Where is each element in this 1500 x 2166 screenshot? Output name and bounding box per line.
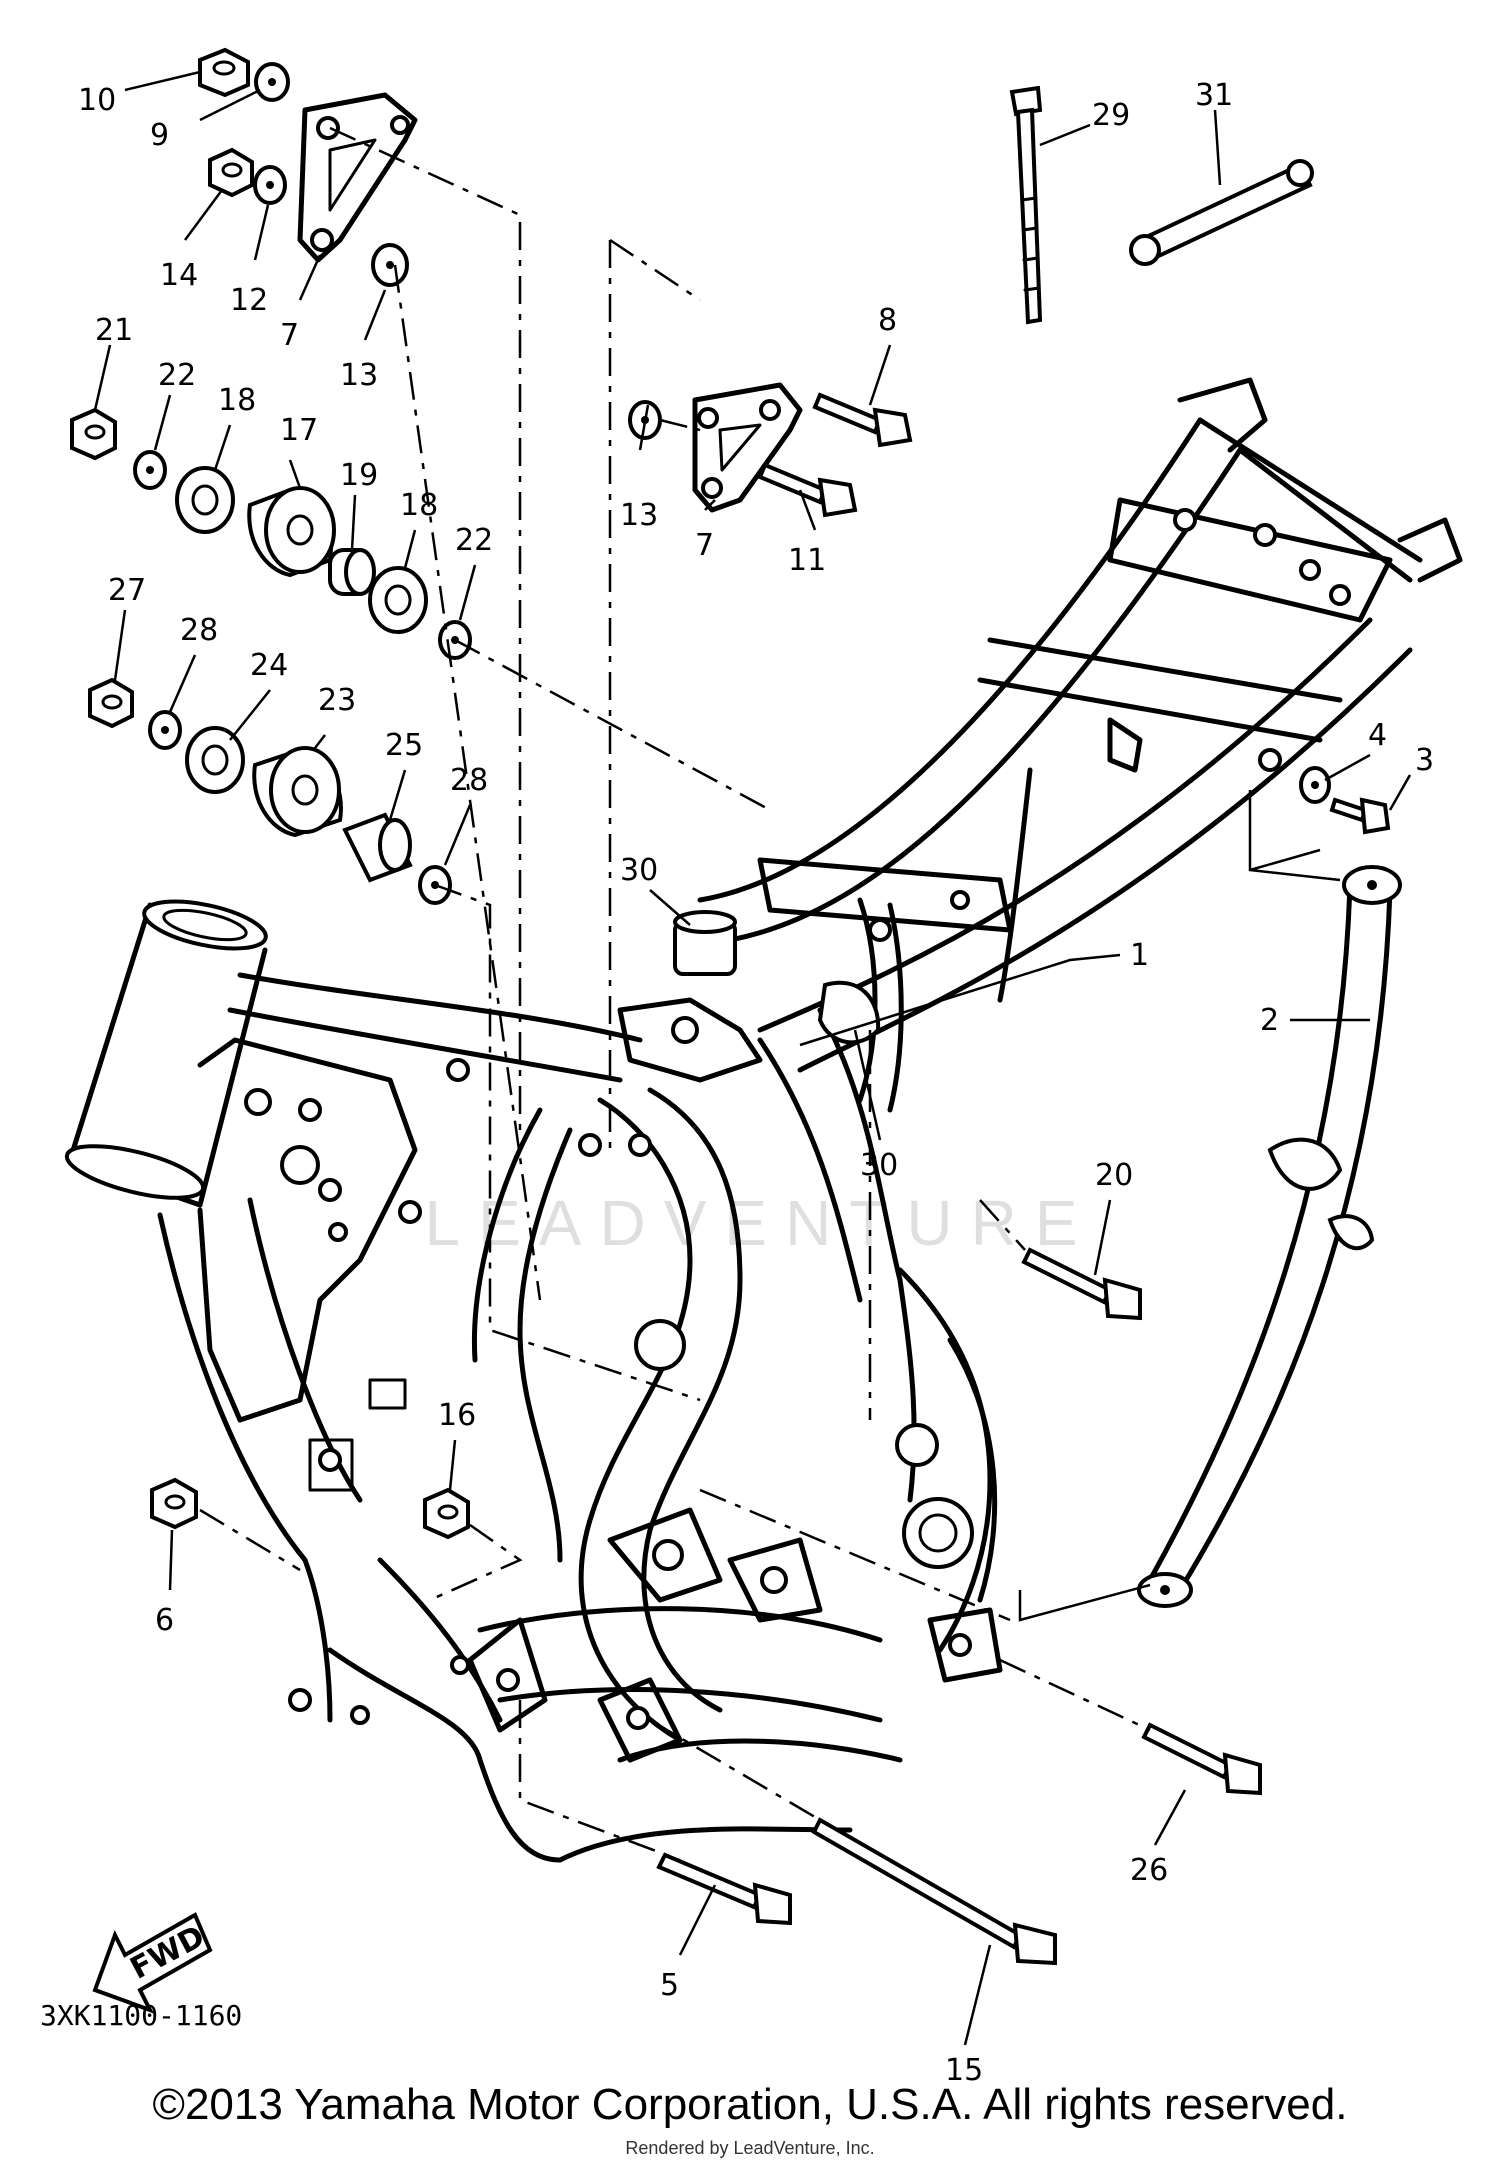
callout-7-upper: 7: [280, 318, 299, 353]
part-7-engine-bracket-upper: [297, 92, 418, 263]
callout-7-lower: 7: [695, 528, 714, 563]
part-23-bushing: [252, 746, 343, 838]
callout-16: 16: [438, 1398, 476, 1433]
callout-13-lower: 13: [620, 498, 658, 533]
callout-28-left: 28: [180, 613, 218, 648]
callout-18-left: 18: [218, 383, 256, 418]
part-21-nut: [70, 407, 117, 461]
part-19-collar: [328, 548, 376, 596]
callout-8: 8: [878, 303, 897, 338]
part-27-nut: [88, 677, 134, 729]
rendered-by-notice: Rendered by LeadVenture, Inc.: [625, 2138, 875, 2158]
callout-12: 12: [230, 283, 268, 318]
callout-13-upper: 13: [340, 358, 378, 393]
part-4-washer: [1299, 766, 1331, 804]
callout-10: 10: [78, 83, 116, 118]
leader-lines: [93, 70, 1412, 2046]
callout-14: 14: [160, 258, 198, 293]
part-18-bearing-left: [175, 466, 235, 534]
callout-4: 4: [1368, 718, 1387, 753]
callout-3: 3: [1415, 743, 1434, 778]
part-25-collar: [342, 812, 413, 883]
callout-29: 29: [1092, 98, 1130, 133]
part-30-cushion-upper: [673, 910, 737, 976]
part-3-bolt: [1329, 797, 1391, 835]
callout-27: 27: [108, 573, 146, 608]
part-13-collar-upper: [371, 243, 409, 287]
part-9-washer: [254, 62, 290, 102]
part-11-bolt: [757, 462, 858, 518]
callout-21: 21: [95, 313, 133, 348]
callout-5: 5: [660, 1968, 679, 2003]
callout-20: 20: [1095, 1158, 1133, 1193]
callout-22-left: 22: [158, 358, 196, 393]
callout-28-right: 28: [450, 763, 488, 798]
part-14-nut: [208, 147, 254, 198]
main-frame: [64, 899, 1003, 1863]
callout-19: 19: [340, 458, 378, 493]
part-6-nut: [150, 1477, 198, 1530]
part-29-cable-tie: [1009, 85, 1043, 325]
callout-30-lower: 30: [860, 1148, 898, 1183]
part-16-nut: [423, 1487, 470, 1540]
part-2-rear-stay: [1137, 865, 1402, 1608]
fwd-arrow: FWD: [92, 1912, 213, 2014]
part-8-bolt: [812, 392, 913, 448]
part-7-engine-bracket-lower: [692, 382, 803, 513]
part-22-washer-left: [133, 450, 167, 490]
callout-30-upper: 30: [620, 853, 658, 888]
diagram-code: 3XK1100-1160: [40, 1999, 242, 2032]
callout-26: 26: [1130, 1853, 1168, 1888]
part-10-nut: [198, 47, 250, 98]
part-30-cushion-lower: [817, 980, 881, 1045]
callout-22-right: 22: [455, 523, 493, 558]
callout-23: 23: [318, 683, 356, 718]
callout-9: 9: [150, 118, 169, 153]
part-26-bolt: [1141, 1722, 1262, 1796]
callout-11: 11: [788, 543, 826, 578]
part-24-bearing: [185, 726, 245, 794]
callout-17: 17: [280, 413, 318, 448]
part-31-stay: [1129, 159, 1314, 266]
callout-31: 31: [1195, 78, 1233, 113]
callout-15: 15: [945, 2053, 983, 2088]
callout-25: 25: [385, 728, 423, 763]
part-18-bearing-right: [368, 566, 428, 634]
callout-2: 2: [1260, 1003, 1279, 1038]
callout-labels: 10 9 14 12 7 13 21 22 18 17 19 18 22 27 …: [78, 78, 1434, 2088]
callout-6: 6: [155, 1603, 174, 1638]
part-17-bushing: [247, 486, 336, 578]
part-5-bolt: [656, 1852, 792, 1926]
part-28-washer-left: [148, 710, 182, 750]
part-20-bolt: [1021, 1247, 1142, 1321]
callout-24: 24: [250, 648, 288, 683]
part-12-washer: [253, 165, 287, 205]
callout-1: 1: [1130, 938, 1149, 973]
callout-18-right: 18: [400, 488, 438, 523]
part-15-long-bolt: [811, 1817, 1057, 1966]
copyright-notice: ©2013 Yamaha Motor Corporation, U.S.A. A…: [152, 2080, 1348, 2129]
